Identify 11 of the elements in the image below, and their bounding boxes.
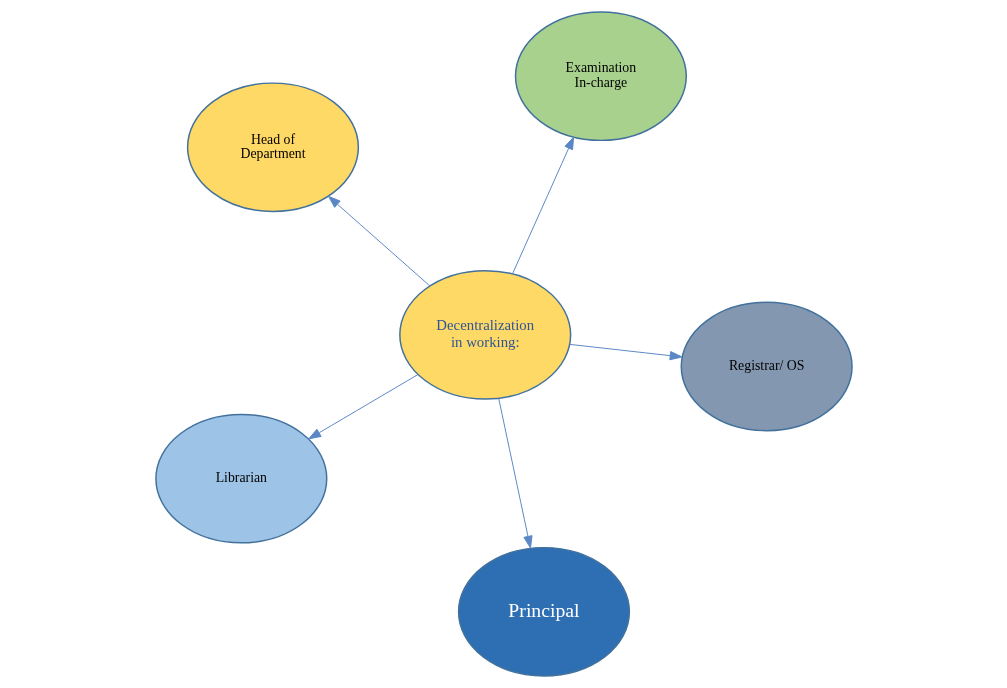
arrow	[569, 343, 682, 361]
node-ellipse: Decentralization in working:	[398, 269, 571, 400]
arrow	[497, 397, 533, 549]
arrow	[307, 374, 418, 440]
node-ellipse: Registrar/ OS	[680, 301, 853, 432]
node-ellipse: Head of Department	[186, 82, 359, 213]
arrow	[327, 195, 430, 287]
node-ellipse: Examination In-charge	[514, 11, 687, 142]
arrow	[511, 136, 574, 275]
node-ellipse: Librarian	[154, 413, 327, 544]
node-ellipse: Principal	[457, 546, 630, 677]
